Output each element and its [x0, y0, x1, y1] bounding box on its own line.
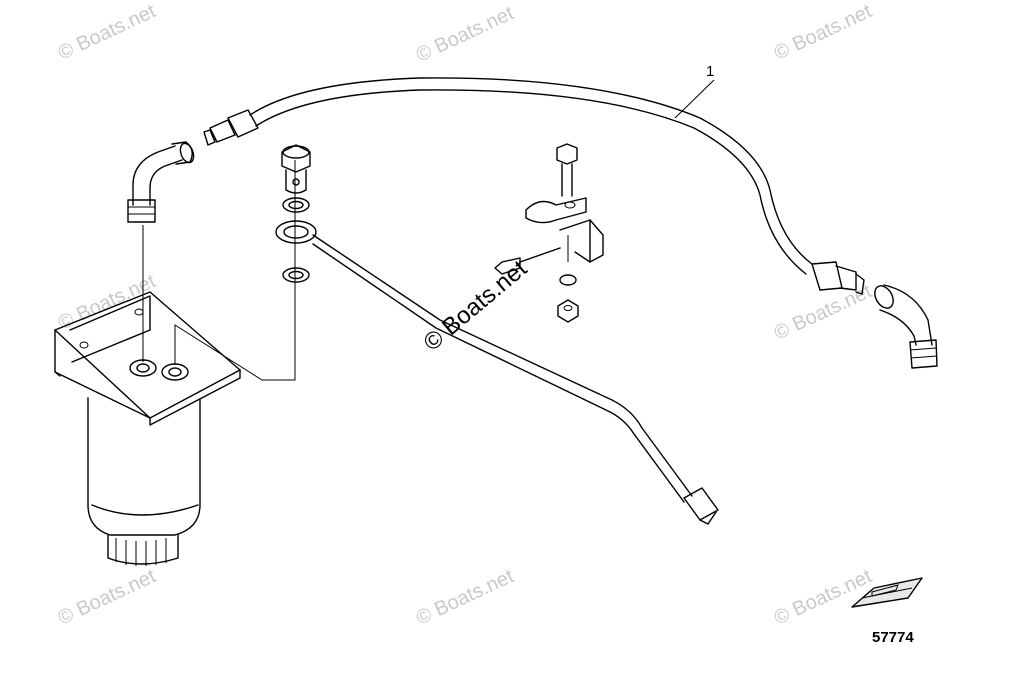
callout-1: 1 — [674, 63, 715, 119]
left-elbow-fitting — [127, 141, 195, 223]
watermark: © Boats.net — [413, 565, 518, 629]
banjo-bolt-set — [275, 144, 317, 283]
watermark: © Boats.net — [55, 270, 160, 334]
figure-number: 57774 — [872, 629, 914, 646]
right-elbow-fitting — [874, 284, 938, 369]
watermark: © Boats.net — [771, 0, 876, 64]
center-watermark: © Boats.net — [419, 255, 533, 357]
callout-label: 1 — [706, 63, 714, 80]
fuel-filter-assembly — [54, 291, 241, 566]
alignment-lines — [142, 160, 296, 381]
watermark: © Boats.net — [55, 565, 160, 629]
clamp-hardware — [494, 143, 604, 323]
watermark: © Boats.net — [55, 0, 160, 64]
watermark: © Boats.net — [771, 565, 876, 629]
return-line — [312, 234, 719, 525]
watermark: © Boats.net — [413, 2, 518, 66]
fuel-line-part-1 — [203, 77, 865, 295]
boat-icon — [851, 577, 923, 608]
